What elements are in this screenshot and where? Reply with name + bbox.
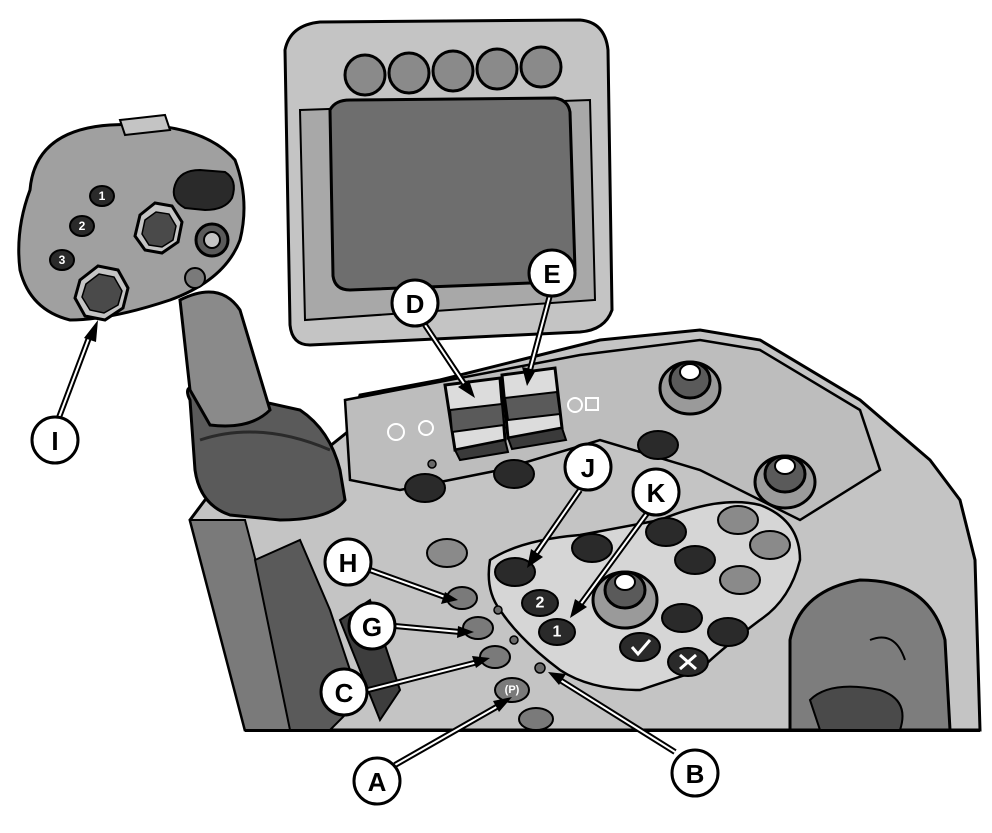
button-keypad-1 — [571, 533, 613, 563]
callout-g: G — [347, 601, 397, 651]
callout-d: D — [390, 278, 440, 328]
indicator-light-2 — [509, 635, 519, 645]
button-a-park — [494, 677, 530, 703]
button-two — [521, 589, 559, 617]
display-knob-5 — [519, 45, 563, 89]
button-home — [661, 603, 703, 633]
callout-j: J — [563, 442, 613, 492]
joystick-button-1-label: 1 — [99, 189, 106, 203]
display-knobs — [343, 45, 563, 97]
button-j — [494, 557, 536, 587]
button-blank-2 — [749, 530, 791, 560]
button-center-upper — [493, 459, 535, 489]
callout-e: E — [527, 248, 577, 298]
leader-lines — [55, 294, 677, 768]
button-blank-left — [426, 538, 468, 568]
check-icon — [630, 639, 652, 657]
button-info — [707, 617, 749, 647]
button-check — [619, 632, 661, 662]
rotary-knob-upper — [658, 360, 722, 416]
indicator-light-3 — [427, 459, 437, 469]
button-blank-1 — [717, 505, 759, 535]
joystick-shift-rocker — [172, 168, 235, 212]
joystick-button-2 — [69, 215, 95, 237]
joystick-button-2-label: 2 — [79, 219, 86, 233]
button-blank-3 — [719, 565, 761, 595]
callout-a-label: A — [368, 767, 387, 797]
park-label: (P) — [505, 684, 520, 696]
joystick-stem — [178, 290, 272, 428]
display-knob-4 — [475, 47, 519, 91]
callout-a: A — [352, 756, 402, 806]
callout-d-label: D — [406, 289, 425, 319]
callout-k-label: K — [647, 478, 666, 508]
callout-i: I — [30, 415, 80, 465]
callout-j-label: J — [581, 453, 595, 483]
indicator-light-1 — [493, 605, 503, 615]
callout-c-label: C — [335, 678, 354, 708]
callout-h-label: H — [339, 548, 358, 578]
callout-g-label: G — [362, 612, 382, 642]
callout-h: H — [323, 537, 373, 587]
callout-c: C — [319, 667, 369, 717]
rotary-knob-lower — [753, 454, 817, 510]
rocker-switch-e — [500, 366, 568, 451]
button-left-upper — [404, 473, 446, 503]
cancel-icon — [679, 653, 697, 671]
joystick-button-3-label: 3 — [59, 253, 66, 267]
console-buttons: 2 1 (P) — [404, 430, 791, 731]
button-one — [538, 618, 576, 646]
joystick-button-1 — [89, 185, 115, 207]
rocker-switch-d — [443, 376, 510, 462]
display-knob-2 — [387, 51, 431, 95]
callout-e-label: E — [543, 259, 560, 289]
display-monitor — [283, 18, 614, 347]
switch-indicator-symbols — [387, 397, 599, 441]
button-keypad-2 — [645, 517, 687, 547]
callout-k: K — [631, 467, 681, 517]
button-two-label: 2 — [536, 595, 545, 612]
button-right-upper — [637, 430, 679, 460]
button-bottom — [518, 707, 554, 731]
callout-i-label: I — [51, 426, 58, 456]
button-c — [479, 645, 511, 669]
joystick-small-button — [184, 267, 206, 289]
joystick-button-3 — [49, 249, 75, 271]
button-g — [462, 616, 494, 640]
button-keypad-3 — [674, 545, 716, 575]
callout-b: B — [670, 748, 720, 798]
display-knob-1 — [343, 53, 387, 97]
button-one-label: 1 — [553, 624, 562, 641]
indicator-b — [534, 662, 546, 674]
rotary-knob-keypad — [591, 570, 659, 630]
joystick: 3 2 1 — [17, 113, 347, 522]
callout-b-label: B — [686, 759, 705, 789]
display-knob-3 — [431, 49, 475, 93]
